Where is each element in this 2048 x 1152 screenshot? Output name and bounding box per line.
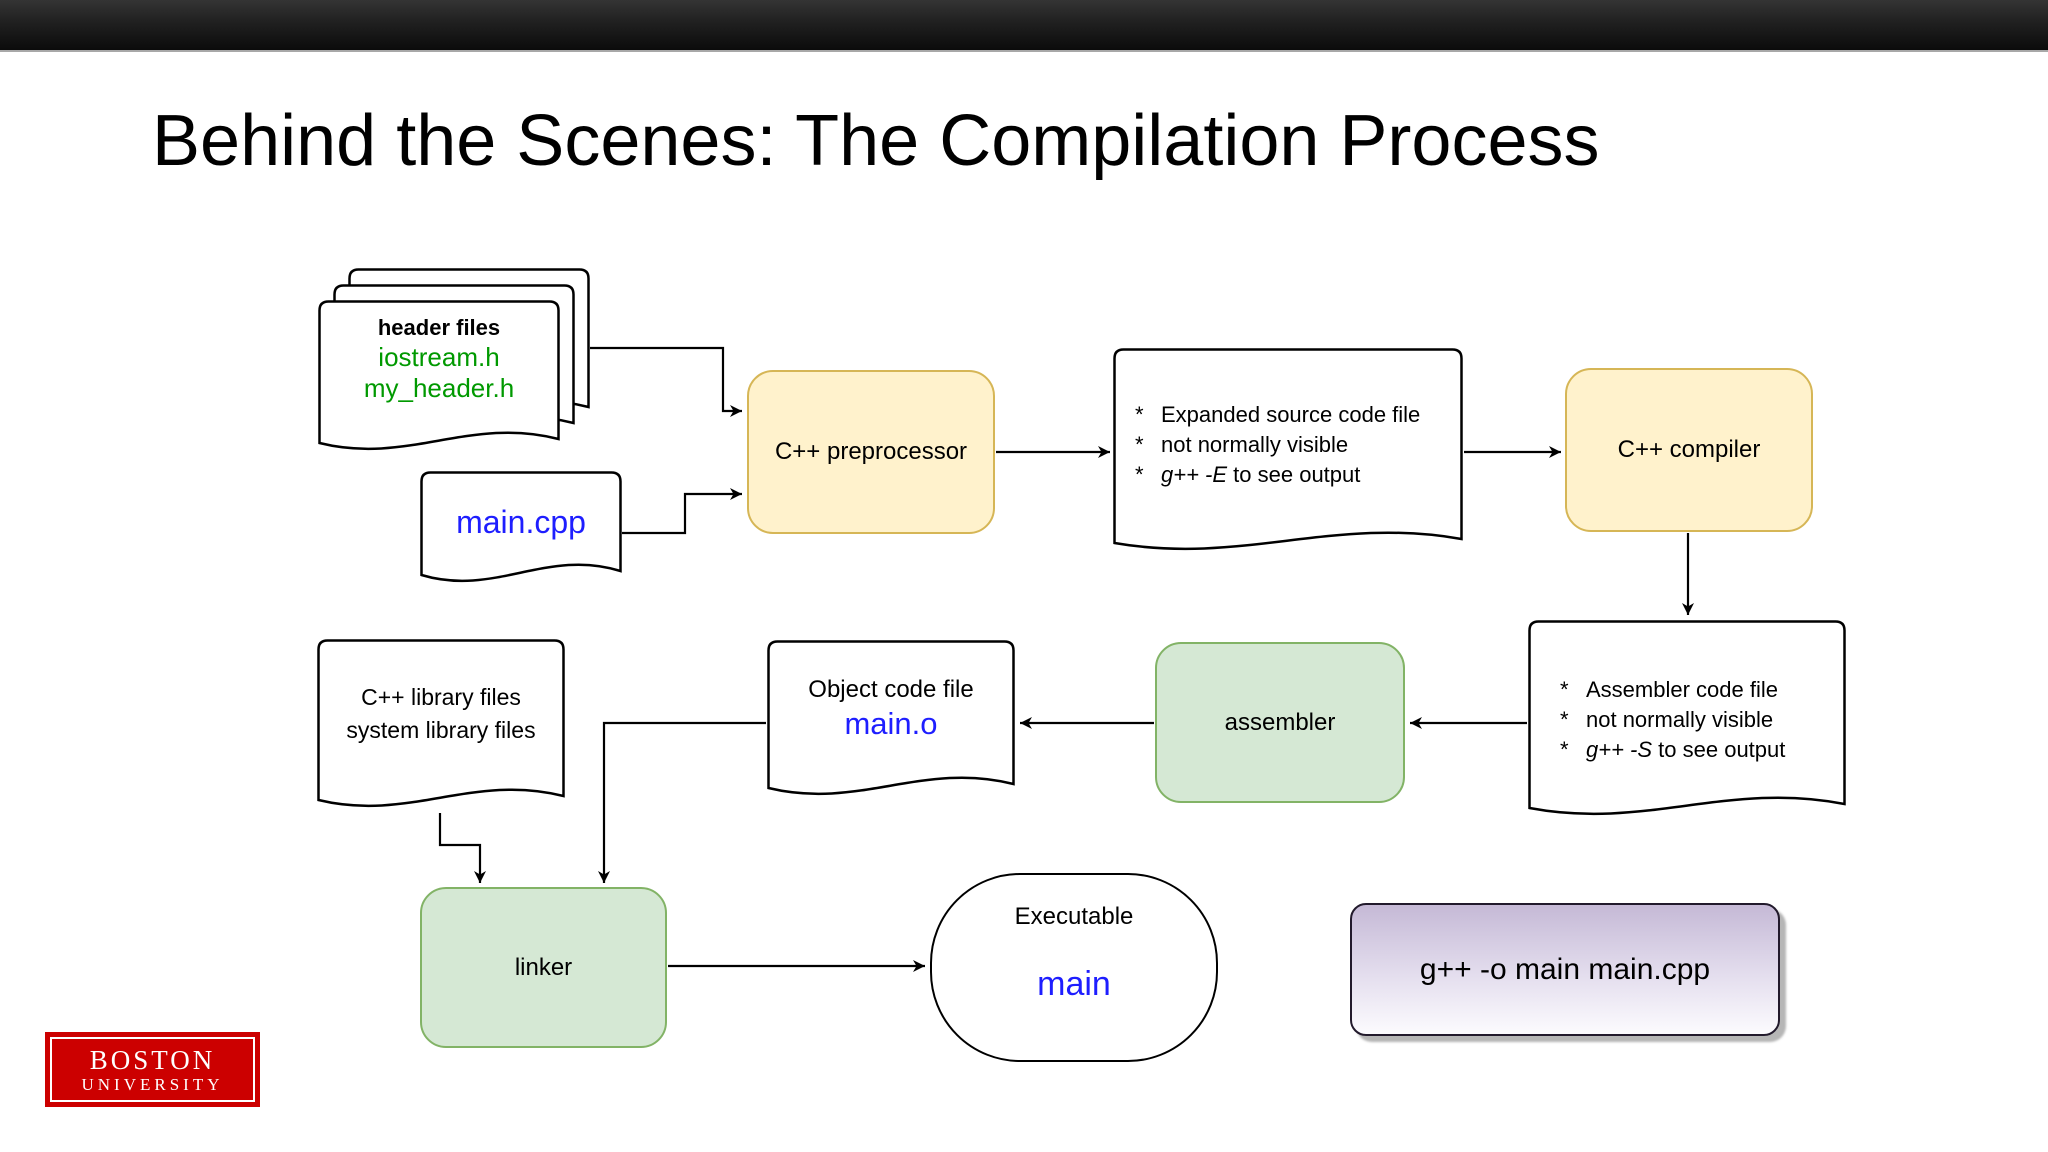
- logo-line1: BOSTON: [89, 1044, 216, 1075]
- bullet: *: [1135, 462, 1144, 487]
- asmdoc-line2: not normally visible: [1586, 707, 1774, 732]
- compile-command-box: g++ -o main main.cpp: [1350, 903, 1780, 1036]
- expanded-line3-cmd: g++ -E: [1161, 462, 1228, 487]
- slide-title: Behind the Scenes: The Compilation Proce…: [152, 101, 1600, 181]
- compiler-label: C++ compiler: [1617, 436, 1761, 463]
- executable-heading: Executable: [1014, 903, 1134, 930]
- assembler-code-doc: * Assembler code file * not normally visib…: [1528, 620, 1846, 821]
- preprocessor-box: C++ preprocessor: [747, 370, 995, 534]
- expanded-line2: not normally visible: [1161, 432, 1349, 457]
- top-black-bar: [0, 0, 2048, 52]
- header-files-doc-front: header files iostream.h my_header.h: [318, 300, 560, 456]
- expanded-source-doc: * Expanded source code file * not normally…: [1113, 348, 1463, 556]
- bullet: *: [1560, 707, 1569, 732]
- library-line1: C++ library files: [361, 684, 521, 710]
- linker-box: linker: [420, 887, 667, 1048]
- logo-line2: UNIVERSITY: [81, 1074, 224, 1094]
- header-files-heading: header files: [377, 315, 501, 340]
- asmdoc-line3-rest: to see output: [1658, 737, 1786, 762]
- main-cpp-doc: main.cpp: [420, 471, 622, 588]
- arrow-library-to-linker: [438, 813, 486, 883]
- assembler-box: assembler: [1155, 642, 1405, 803]
- executable-shape: Executable main: [930, 873, 1218, 1062]
- object-doc-heading: Object code file: [808, 676, 974, 703]
- object-code-doc: Object code file main.o: [767, 640, 1015, 801]
- logo-inner-frame: BOSTON UNIVERSITY: [50, 1037, 255, 1102]
- expanded-line3-rest: to see output: [1233, 462, 1361, 487]
- bullet: *: [1560, 737, 1569, 762]
- header-file-myheader: my_header.h: [363, 373, 515, 403]
- executable-file: main: [1037, 965, 1111, 1003]
- compile-command-label: g++ -o main main.cpp: [1419, 952, 1711, 986]
- arrow-objectdoc-to-linker: [598, 721, 766, 883]
- main-cpp-label: main.cpp: [456, 504, 586, 540]
- header-file-iostream: iostream.h: [378, 342, 500, 372]
- library-files-doc: C++ library files system library files: [317, 639, 565, 813]
- library-line2: system library files: [346, 717, 536, 743]
- compiler-box: C++ compiler: [1565, 368, 1813, 532]
- bullet: *: [1135, 402, 1144, 427]
- bullet: *: [1135, 432, 1144, 457]
- arrow-headers-to-preprocessor: [590, 346, 742, 417]
- assembler-label: assembler: [1224, 708, 1336, 736]
- asmdoc-line3-cmd: g++ -S: [1586, 737, 1653, 762]
- object-doc-file: main.o: [844, 706, 938, 741]
- boston-university-logo: BOSTON UNIVERSITY: [45, 1032, 260, 1107]
- bullet: *: [1560, 677, 1569, 702]
- expanded-line1: Expanded source code file: [1161, 402, 1421, 427]
- asmdoc-line1: Assembler code file: [1586, 677, 1778, 702]
- arrow-maincpp-to-preprocessor: [622, 488, 742, 535]
- preprocessor-label: C++ preprocessor: [774, 438, 968, 465]
- linker-label: linker: [514, 953, 573, 981]
